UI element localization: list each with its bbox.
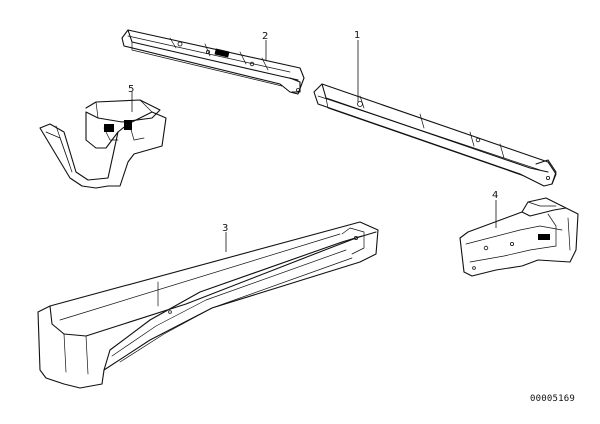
part-4-rear-bracket[interactable]	[459, 197, 579, 277]
callout-1: 1	[354, 30, 360, 41]
part-1-side-rail[interactable]	[313, 83, 557, 187]
callout-2: 2	[262, 31, 268, 42]
part-5-bracket[interactable]	[39, 99, 167, 189]
part-2-cross-member[interactable]	[121, 29, 305, 95]
part-3-floor-channel[interactable]	[37, 221, 379, 389]
callout-3: 3	[222, 223, 228, 234]
callout-5: 5	[128, 84, 134, 95]
diagram-id: 00005169	[530, 394, 575, 404]
callout-4: 4	[492, 190, 498, 201]
